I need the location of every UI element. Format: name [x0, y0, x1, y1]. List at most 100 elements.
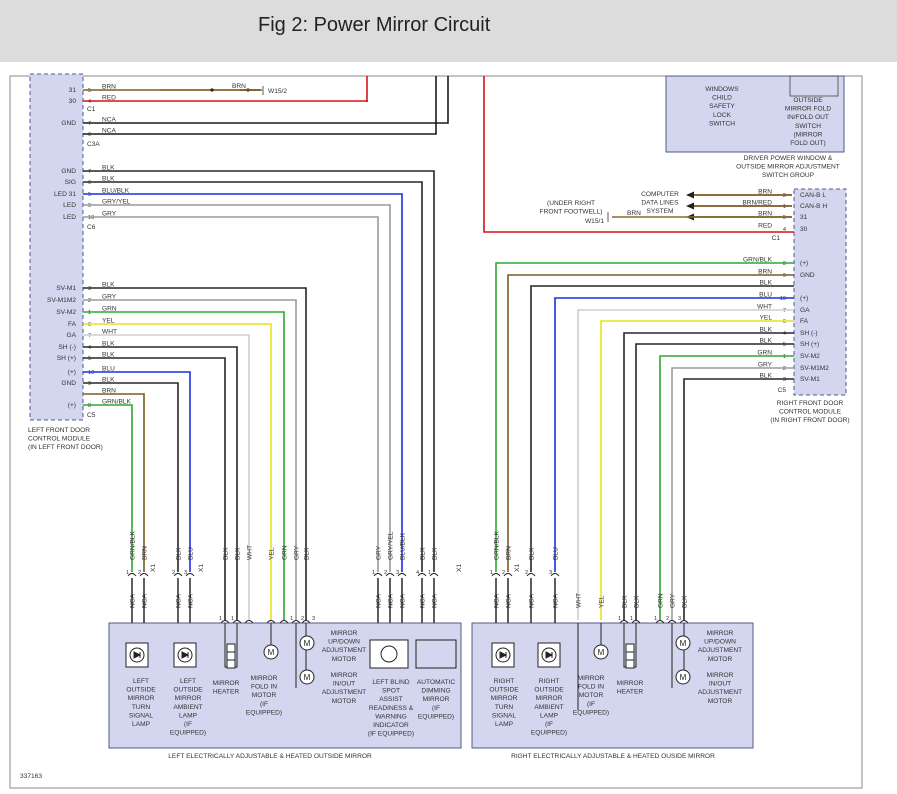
pin-number: 1: [219, 616, 222, 622]
left-c1-pin-number: 5: [88, 88, 91, 94]
connector-pin-icon: [655, 620, 665, 624]
left-updown-motor: [299, 635, 315, 651]
right-turn-signal-lamp-label: TURN: [495, 704, 514, 711]
motor-icon: M: [598, 648, 605, 657]
right-c5-connector: C5: [778, 387, 787, 394]
wire-blk: [83, 287, 307, 620]
wire-blu: [83, 371, 191, 572]
right-c1-wire-color: BRN: [758, 189, 772, 196]
pin-number: 3: [396, 570, 399, 576]
pin-number: 2: [525, 570, 528, 576]
right-c5-pin-name: (+): [800, 295, 808, 302]
right-fold-motor-label: FOLD IN: [578, 684, 604, 691]
wire-blk: [683, 378, 794, 620]
left-c5-wire-color: BLK: [102, 341, 115, 348]
left-mirror-wire-label: BLK: [176, 547, 183, 560]
splice-dot: [210, 88, 214, 92]
pin-number: 1: [231, 616, 234, 622]
left-turn-signal-lamp-label: LAMP: [132, 721, 151, 728]
right-c5-wire-color: GRN/BLK: [743, 257, 773, 264]
right-mirror-wire-label: YEL: [599, 595, 606, 608]
right-c5-pin-name: GND: [800, 272, 815, 279]
right-c5-pin-name: (+): [800, 260, 808, 267]
left-mirror-heater: [226, 643, 236, 669]
right-c1-pin-number: 2: [783, 193, 786, 199]
left-c6-pin-number: 9: [88, 203, 91, 209]
left-c5-wire-color: YEL: [102, 318, 115, 325]
left-c5-pin-number: 10: [88, 370, 94, 376]
motor-wire: [671, 623, 685, 688]
switch-group-label: SWITCH GROUP: [762, 172, 815, 179]
right-c5-pin-number: 2: [783, 366, 786, 372]
right-inout-motor-label: IN/OUT: [709, 681, 731, 688]
left-c6-pin-number: 10: [88, 215, 94, 221]
connector-pin-icon: [139, 573, 149, 577]
mirror-fold-switch-label: SWITCH: [795, 123, 821, 130]
left-c5-pin-number: 2: [88, 298, 91, 304]
left-mirror-wire-label: BLU/BLK: [400, 532, 407, 560]
left-c5-pin-number: 8: [88, 403, 91, 409]
right-splice-label: W15/1: [585, 218, 604, 225]
nca-label: NCA: [176, 593, 183, 608]
wire-gry: [671, 367, 794, 620]
right-c5-wire-color: GRN: [757, 350, 772, 357]
left-mirror-wire-label: BLK: [304, 547, 311, 560]
right-inout-motor-label: MIRROR: [707, 672, 734, 679]
right-ambient-lamp-label: (IF: [545, 721, 553, 728]
wire-grn: [659, 355, 794, 620]
pin-number: 1: [290, 616, 293, 622]
left-mirror-wire-label: BRN: [142, 546, 149, 560]
right-c5-pin-number: 8: [783, 261, 786, 267]
nca-label: NCA: [188, 593, 195, 608]
left-c5-wire-color: WHT: [102, 329, 117, 336]
left-c5-pin-name: GA: [66, 332, 76, 339]
pin-number: 3: [312, 616, 315, 622]
connector-pin-icon: [279, 620, 289, 624]
left-mirror-wire-label: BLU: [188, 547, 195, 560]
child-lock-switch-label: CHILD: [712, 95, 732, 102]
right-c5-pin-name: SV-M2: [800, 353, 820, 360]
wire-blk: [83, 181, 423, 572]
connector-pin-icon: [232, 620, 242, 624]
left-c5-wire-color: BLU: [102, 366, 115, 373]
right-heater-label: HEATER: [617, 689, 643, 696]
heater-icon: [227, 651, 235, 661]
fold-switch-symbol: [789, 75, 839, 97]
left-updown-motor-label: ADJUSTMENT: [322, 647, 366, 654]
left-c1-wire-color: RED: [102, 95, 116, 102]
right-mirror-wire-label: BLU: [553, 547, 560, 560]
left-turn-signal-lamp-icon: [129, 647, 145, 663]
right-module-label: CONTROL MODULE: [779, 409, 842, 416]
right-mirror-wire-label: GRN: [658, 593, 665, 608]
mirror-fold-switch-label: (MIRROR: [794, 131, 823, 138]
led-icon: [499, 651, 508, 659]
wire-blk: [635, 343, 794, 620]
left-c5-wire-color: BLK: [102, 377, 115, 384]
left-c5-pin-number: 7: [88, 333, 91, 339]
left-mirror-wire-label: GRN: [282, 545, 289, 560]
auto-dimming-mirror: [415, 639, 457, 669]
left-c5-pin-name: SV-M1M2: [47, 297, 76, 304]
nca-label: NCA: [506, 593, 513, 608]
left-c1-pin-name: 31: [69, 87, 77, 94]
wire-gry: [83, 216, 379, 572]
left-c5-wire-color: GRN/BLK: [102, 399, 132, 406]
right-c5-pin-number: 3: [783, 377, 786, 383]
right-turn-signal-lamp-label: SIGNAL: [492, 712, 517, 719]
right-c5-wire-color: BRN: [758, 269, 772, 276]
pin-number: 2: [502, 570, 505, 576]
mirror-fold-switch-label: IN/FOLD OUT: [787, 114, 829, 121]
left-c5-wire-color: BLK: [102, 282, 115, 289]
pin-number: 1: [654, 616, 657, 622]
left-c6-pin-name: SIG: [65, 179, 76, 186]
right-c5-wire-color: YEL: [760, 315, 773, 322]
mirror-fold-switch-label: FOLD OUT): [790, 140, 826, 147]
wire-grn/blk: [83, 404, 133, 572]
left-c6-pin-name: LED: [63, 202, 76, 209]
left-door-control-module: [29, 73, 84, 421]
left-inout-motor: [299, 669, 315, 685]
left-c6-pin-number: 6: [88, 180, 91, 186]
wire-grn: [83, 311, 285, 620]
left-mirror-wire-label: BLK: [432, 547, 439, 560]
right-c5-pin-name: SV-M1M2: [800, 365, 829, 372]
